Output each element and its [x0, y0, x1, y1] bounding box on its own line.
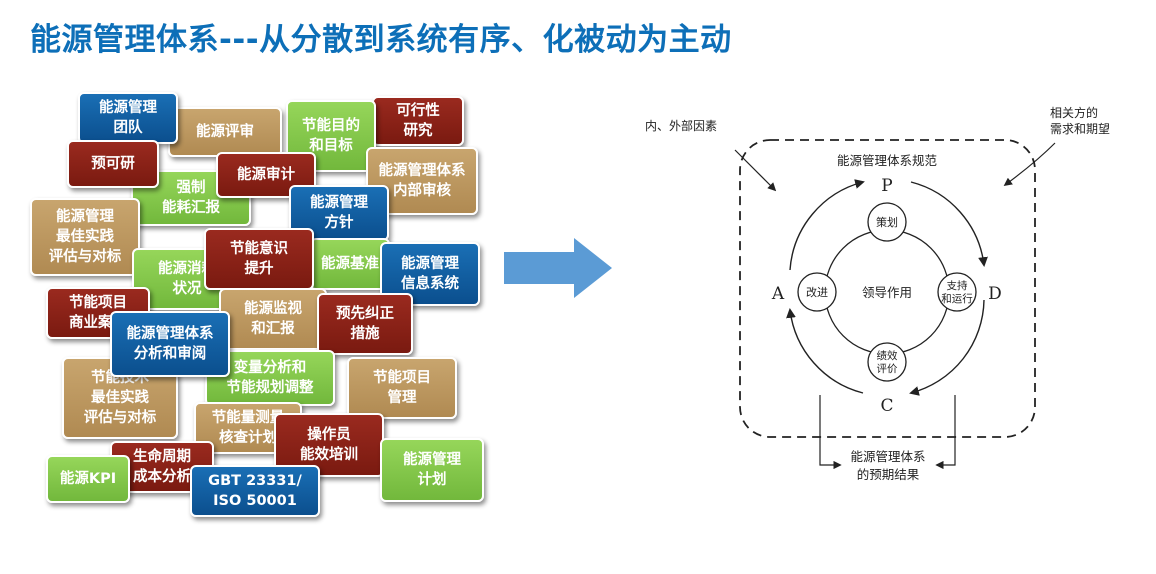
- outcome-line2: 的预期结果: [857, 467, 920, 482]
- node-support: [937, 272, 977, 312]
- letter-a: A: [771, 284, 785, 304]
- node-eval-line1: 绩效: [877, 349, 898, 362]
- node-support-line1: 支持: [947, 279, 968, 292]
- tag-internal-audit: 能源管理体系 内部审核: [366, 147, 478, 215]
- node-improve-label: 改进: [806, 285, 828, 299]
- outcome-line1: 能源管理体系: [850, 449, 925, 464]
- external-factors-label: 内、外部因素: [645, 118, 717, 133]
- stakeholder-line2: 需求和期望: [1050, 122, 1110, 136]
- cycle-arc-a-to-p: [789, 179, 865, 271]
- cycle-arc-d-to-c: [909, 299, 985, 396]
- system-scope-label: 能源管理体系规范: [837, 153, 937, 168]
- stakeholder-arrow: [1003, 142, 1056, 186]
- node-plan-label: 策划: [876, 215, 898, 229]
- node-evaluation: [867, 342, 907, 382]
- outcome-arrow-right: [935, 395, 956, 470]
- tag-energy-baseline: 能源基准: [310, 238, 390, 290]
- letter-c: C: [880, 396, 893, 416]
- outcome-arrow-left: [819, 395, 842, 470]
- pdca-diagram: 内、外部因素 相关方的 需求和期望 能源管理体系规范 P D C A 领导作用 …: [645, 105, 1110, 482]
- stakeholder-line1: 相关方的: [1050, 105, 1098, 120]
- system-boundary: [739, 139, 1036, 438]
- tag-pre-feasibility: 预可研: [67, 140, 159, 188]
- tag-feasibility-study: 可行性 研究: [372, 96, 464, 146]
- tag-energy-team: 能源管理 团队: [78, 92, 178, 144]
- letter-p: P: [881, 176, 892, 196]
- cycle-arc-p-to-d: [910, 181, 988, 267]
- tag-monitoring: 能源监视 和汇报: [219, 288, 327, 350]
- keyword-cloud: 可行性 研究 节能目的 和目标 能源评审 能源管理 团队 强制 能耗汇报 预可研…: [0, 0, 500, 574]
- node-eval-line2: 评价: [877, 363, 898, 375]
- external-factors-arrow: [734, 149, 777, 192]
- right-arrow-icon: [504, 238, 612, 298]
- node-support-line2: 和运行: [941, 292, 973, 305]
- tag-awareness: 节能意识 提升: [204, 228, 314, 290]
- tag-project-mgmt: 节能项目 管理: [347, 357, 457, 419]
- tag-mgmt-best-practice: 能源管理 最佳实践 评估与对标: [30, 198, 140, 276]
- tag-iso-standard: GBT 23331/ ISO 50001: [190, 465, 320, 517]
- tag-system-review: 能源管理体系 分析和审阅: [110, 311, 230, 377]
- page-title: 能源管理体系---从分散到系统有序、化被动为主动: [30, 22, 732, 58]
- node-improve: [797, 272, 837, 312]
- letter-d: D: [988, 284, 1002, 304]
- tag-energy-review: 能源评审: [168, 107, 282, 157]
- cycle-arc-c-to-a: [786, 308, 864, 394]
- node-plan: [867, 202, 907, 242]
- tag-corrective-action: 预先纠正 措施: [317, 293, 413, 355]
- tag-energy-plan: 能源管理 计划: [380, 438, 484, 502]
- center-leadership: 领导作用: [862, 285, 912, 300]
- tag-energy-kpi: 能源KPI: [46, 455, 130, 503]
